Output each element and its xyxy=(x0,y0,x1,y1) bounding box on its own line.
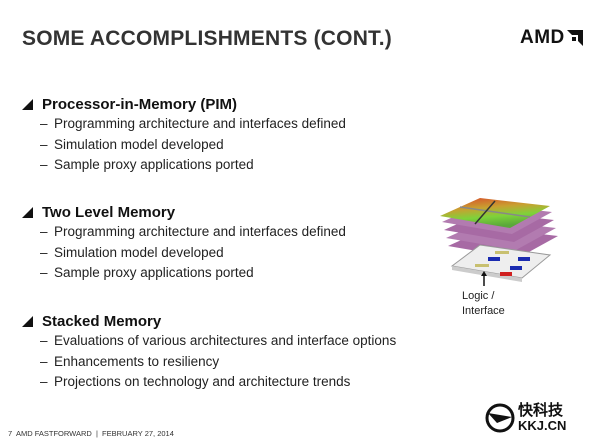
bullet-triangle-icon xyxy=(22,98,33,110)
dash: – xyxy=(40,116,48,131)
stacked-memory-figure xyxy=(440,198,558,286)
list-item: Programming architecture and interfaces … xyxy=(54,116,346,131)
dash: – xyxy=(40,136,48,152)
list-item: Sample proxy applications ported xyxy=(54,157,254,172)
section-heading: Stacked Memory xyxy=(42,312,162,330)
section-stacked-memory: Stacked Memory –Evaluations of various a… xyxy=(22,311,396,393)
watermark-cn: 快科技 xyxy=(518,402,564,419)
slide-title: SOME ACCOMPLISHMENTS (CONT.) xyxy=(22,27,392,50)
amd-logo-text: AMD xyxy=(520,27,565,48)
logic-die xyxy=(450,244,552,282)
list-item: Enhancements to resiliency xyxy=(54,353,220,369)
dash: – xyxy=(40,157,48,172)
list-item: Sample proxy applications ported xyxy=(54,265,254,280)
page-number: 7 xyxy=(8,429,13,438)
list-item: Evaluations of various architectures and… xyxy=(54,333,397,348)
dash: – xyxy=(40,244,48,260)
dash: – xyxy=(40,224,48,239)
footer: 7 AMD FASTFORWARD | FEBRUARY 27, 2014 xyxy=(8,429,174,438)
footer-text: AMD FASTFORWARD | FEBRUARY 27, 2014 xyxy=(15,429,174,438)
dash: – xyxy=(40,374,48,389)
watermark-en: KKJ.CN xyxy=(518,418,567,433)
list-item: Simulation model developed xyxy=(54,244,224,260)
bullet-triangle-icon xyxy=(22,206,33,218)
section-heading: Two Level Memory xyxy=(42,203,176,221)
dash: – xyxy=(40,333,48,348)
list-item: Projections on technology and architectu… xyxy=(54,374,351,389)
dash: – xyxy=(40,265,48,280)
figure-caption: Logic / Interface xyxy=(462,289,505,319)
bullet-triangle-icon xyxy=(22,315,33,327)
arrow-up-icon xyxy=(481,271,487,286)
section-pim: Processor-in-Memory (PIM) –Programming a… xyxy=(22,94,346,176)
kkj-watermark: 快科技 KKJ.CN xyxy=(485,403,566,433)
section-two-level-memory: Two Level Memory –Programming architectu… xyxy=(22,202,346,284)
list-item: Simulation model developed xyxy=(54,136,224,152)
section-heading: Processor-in-Memory (PIM) xyxy=(42,95,238,113)
caption-line: Interface xyxy=(462,305,505,317)
amd-logo: AMD xyxy=(520,27,583,49)
caption-line: Logic / xyxy=(462,290,495,302)
paper-plane-logo-icon xyxy=(485,403,515,433)
amd-arrow-icon xyxy=(566,30,583,46)
dash: – xyxy=(40,353,48,369)
list-item: Programming architecture and interfaces … xyxy=(54,224,346,239)
